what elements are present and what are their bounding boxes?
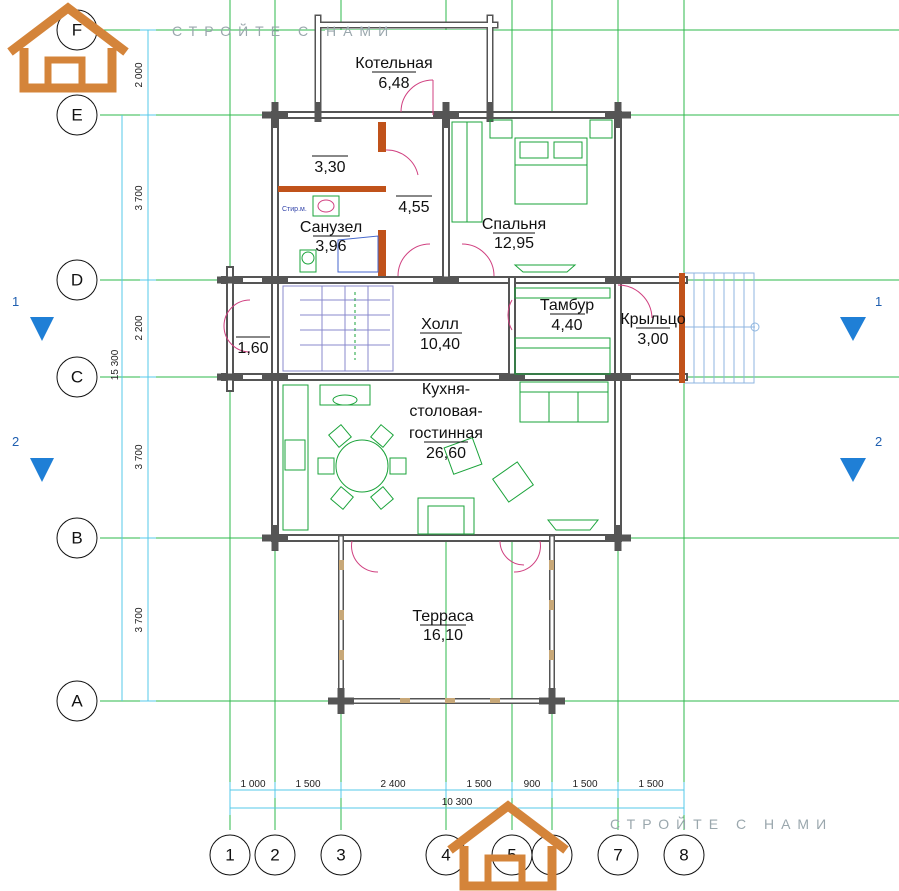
section-1-right-label: 1 bbox=[875, 294, 882, 309]
axis-row-c: C bbox=[71, 368, 83, 387]
room-tambur-name: Тамбур bbox=[540, 297, 594, 314]
terrace-railing bbox=[339, 560, 554, 703]
dim-h-7: 1 500 bbox=[638, 779, 663, 790]
room-160-area: 1,60 bbox=[237, 340, 268, 357]
room-455-area: 4,55 bbox=[398, 199, 429, 216]
watermark-text-top: СТРОЙТЕ С НАМИ bbox=[172, 22, 395, 39]
dim-h-3: 2 400 bbox=[380, 779, 405, 790]
section-2-left-label: 2 bbox=[12, 434, 19, 449]
washer-label: Стир.м. bbox=[282, 206, 307, 213]
room-kuhnya-name-1: Кухня- bbox=[422, 381, 470, 398]
dim-v-total: 15 300 bbox=[110, 349, 121, 380]
dim-h-4: 1 500 bbox=[466, 779, 491, 790]
room-krylco-area: 3,00 bbox=[637, 331, 668, 348]
room-sanuzel-name: Санузел bbox=[300, 219, 362, 236]
dim-v-5: 3 700 bbox=[134, 607, 145, 632]
dim-h-5: 900 bbox=[524, 779, 541, 790]
dim-v-2: 3 700 bbox=[134, 185, 145, 210]
axis-col-4: 4 bbox=[441, 846, 450, 865]
room-sanuzel-area: 3,96 bbox=[315, 238, 346, 255]
room-kotelnaya-name: Котельная bbox=[355, 55, 432, 72]
section-markers: 1 1 2 2 bbox=[12, 294, 882, 482]
room-tambur-area: 4,40 bbox=[551, 317, 582, 334]
dim-v-1: 2 000 bbox=[134, 62, 145, 87]
room-spalnya-name: Спальня bbox=[482, 216, 546, 233]
dim-h-1: 1 000 bbox=[240, 779, 265, 790]
dimension-labels: 2 000 3 700 2 200 3 700 3 700 15 300 1 0… bbox=[110, 62, 664, 808]
axis-col-3: 3 bbox=[336, 846, 345, 865]
watermark-logo-bottom bbox=[447, 800, 569, 891]
dim-h-total: 10 300 bbox=[442, 797, 473, 808]
dim-h-2: 1 500 bbox=[295, 779, 320, 790]
room-kuhnya-name-2: столовая- bbox=[409, 403, 482, 420]
axis-col-2: 2 bbox=[270, 846, 279, 865]
room-kuhnya-name-3: гостинная bbox=[409, 425, 483, 442]
dim-h-6: 1 500 bbox=[572, 779, 597, 790]
axis-row-b: B bbox=[71, 529, 82, 548]
bed bbox=[514, 137, 588, 205]
room-krylco-name: Крыльцо bbox=[620, 311, 685, 328]
stairs bbox=[282, 285, 394, 372]
furniture bbox=[282, 119, 613, 535]
log-corners bbox=[217, 102, 631, 714]
room-330-area: 3,30 bbox=[314, 159, 345, 176]
axis-col-8: 8 bbox=[679, 846, 688, 865]
room-terrasa-name: Терраса bbox=[412, 608, 473, 625]
room-kuhnya-area: 26,60 bbox=[426, 445, 466, 462]
partitions bbox=[278, 122, 386, 276]
section-1-left-label: 1 bbox=[12, 294, 19, 309]
section-1-left-arrow bbox=[30, 317, 54, 341]
axis-row-e: E bbox=[71, 106, 82, 125]
room-spalnya-area: 12,95 bbox=[494, 235, 534, 252]
axis-row-f: F bbox=[72, 21, 82, 40]
room-holl-name: Холл bbox=[421, 316, 459, 333]
section-2-right-label: 2 bbox=[875, 434, 882, 449]
room-labels: Котельная 6,48 3,30 4,55 Санузел 3,96 Сп… bbox=[236, 55, 686, 644]
dimension-lines bbox=[121, 29, 685, 815]
room-terrasa-area: 16,10 bbox=[423, 627, 463, 644]
axis-row-a: A bbox=[71, 692, 83, 711]
row-axis-markers: F E D C B A bbox=[56, 9, 98, 722]
room-kotelnaya-area: 6,48 bbox=[378, 75, 409, 92]
section-2-left-arrow bbox=[30, 458, 54, 482]
room-holl-area: 10,40 bbox=[420, 336, 460, 353]
watermark-logo-top bbox=[7, 2, 129, 93]
watermark-text-bottom: СТРОЙТЕ С НАМИ bbox=[610, 815, 833, 832]
section-1-right-arrow bbox=[840, 317, 866, 341]
dim-v-4: 3 700 bbox=[134, 444, 145, 469]
axis-row-d: D bbox=[71, 271, 83, 290]
doors bbox=[223, 79, 653, 573]
axis-col-1: 1 bbox=[225, 846, 234, 865]
porch bbox=[679, 272, 760, 384]
dim-v-3: 2 200 bbox=[134, 315, 145, 340]
section-2-right-arrow bbox=[840, 458, 866, 482]
axis-col-7: 7 bbox=[613, 846, 622, 865]
